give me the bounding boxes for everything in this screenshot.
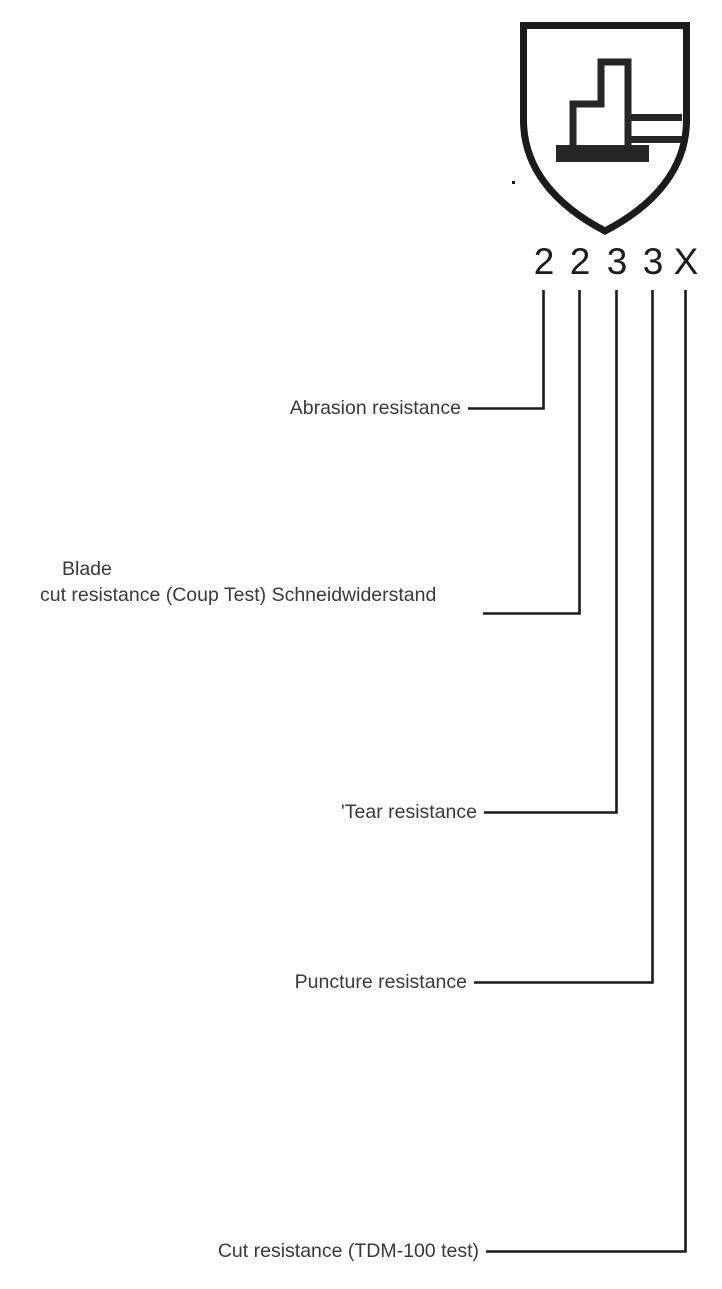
rating-digit-puncture: 3 [642, 241, 664, 282]
callout-label-blade-cut-line1: Blade [62, 558, 112, 580]
leader-line-tdm-cut [486, 290, 687, 1253]
rating-digit-abrasion: 2 [533, 241, 555, 282]
rating-digit-tear: 3 [606, 241, 628, 282]
stray-dot-artifact [512, 181, 515, 184]
rating-digit-tdm-cut: X [673, 241, 699, 282]
callout-label-tear: 'Tear resistance [341, 801, 477, 823]
callout-label-blade-cut: Blade cut resistance (Coup Test) Schneid… [40, 556, 436, 608]
blade-line-lower-icon [628, 136, 682, 143]
callout-label-puncture: Puncture resistance [294, 971, 467, 993]
leader-line-puncture [474, 290, 654, 984]
shield-pictogram [520, 22, 690, 235]
callout-label-abrasion: Abrasion resistance [289, 397, 461, 419]
base-bar-icon [556, 145, 649, 162]
callout-label-blade-cut-line2: cut resistance (Coup Test) Schneidwiders… [40, 584, 437, 606]
blade-line-upper-icon [628, 114, 682, 121]
leader-line-blade-cut [483, 290, 581, 615]
rating-digit-blade-cut: 2 [569, 241, 591, 282]
leader-line-tear [484, 290, 618, 814]
leader-line-abrasion [468, 290, 545, 410]
leader-lines [468, 290, 687, 1253]
callout-label-tdm-cut: Cut resistance (TDM-100 test) [217, 1240, 479, 1262]
